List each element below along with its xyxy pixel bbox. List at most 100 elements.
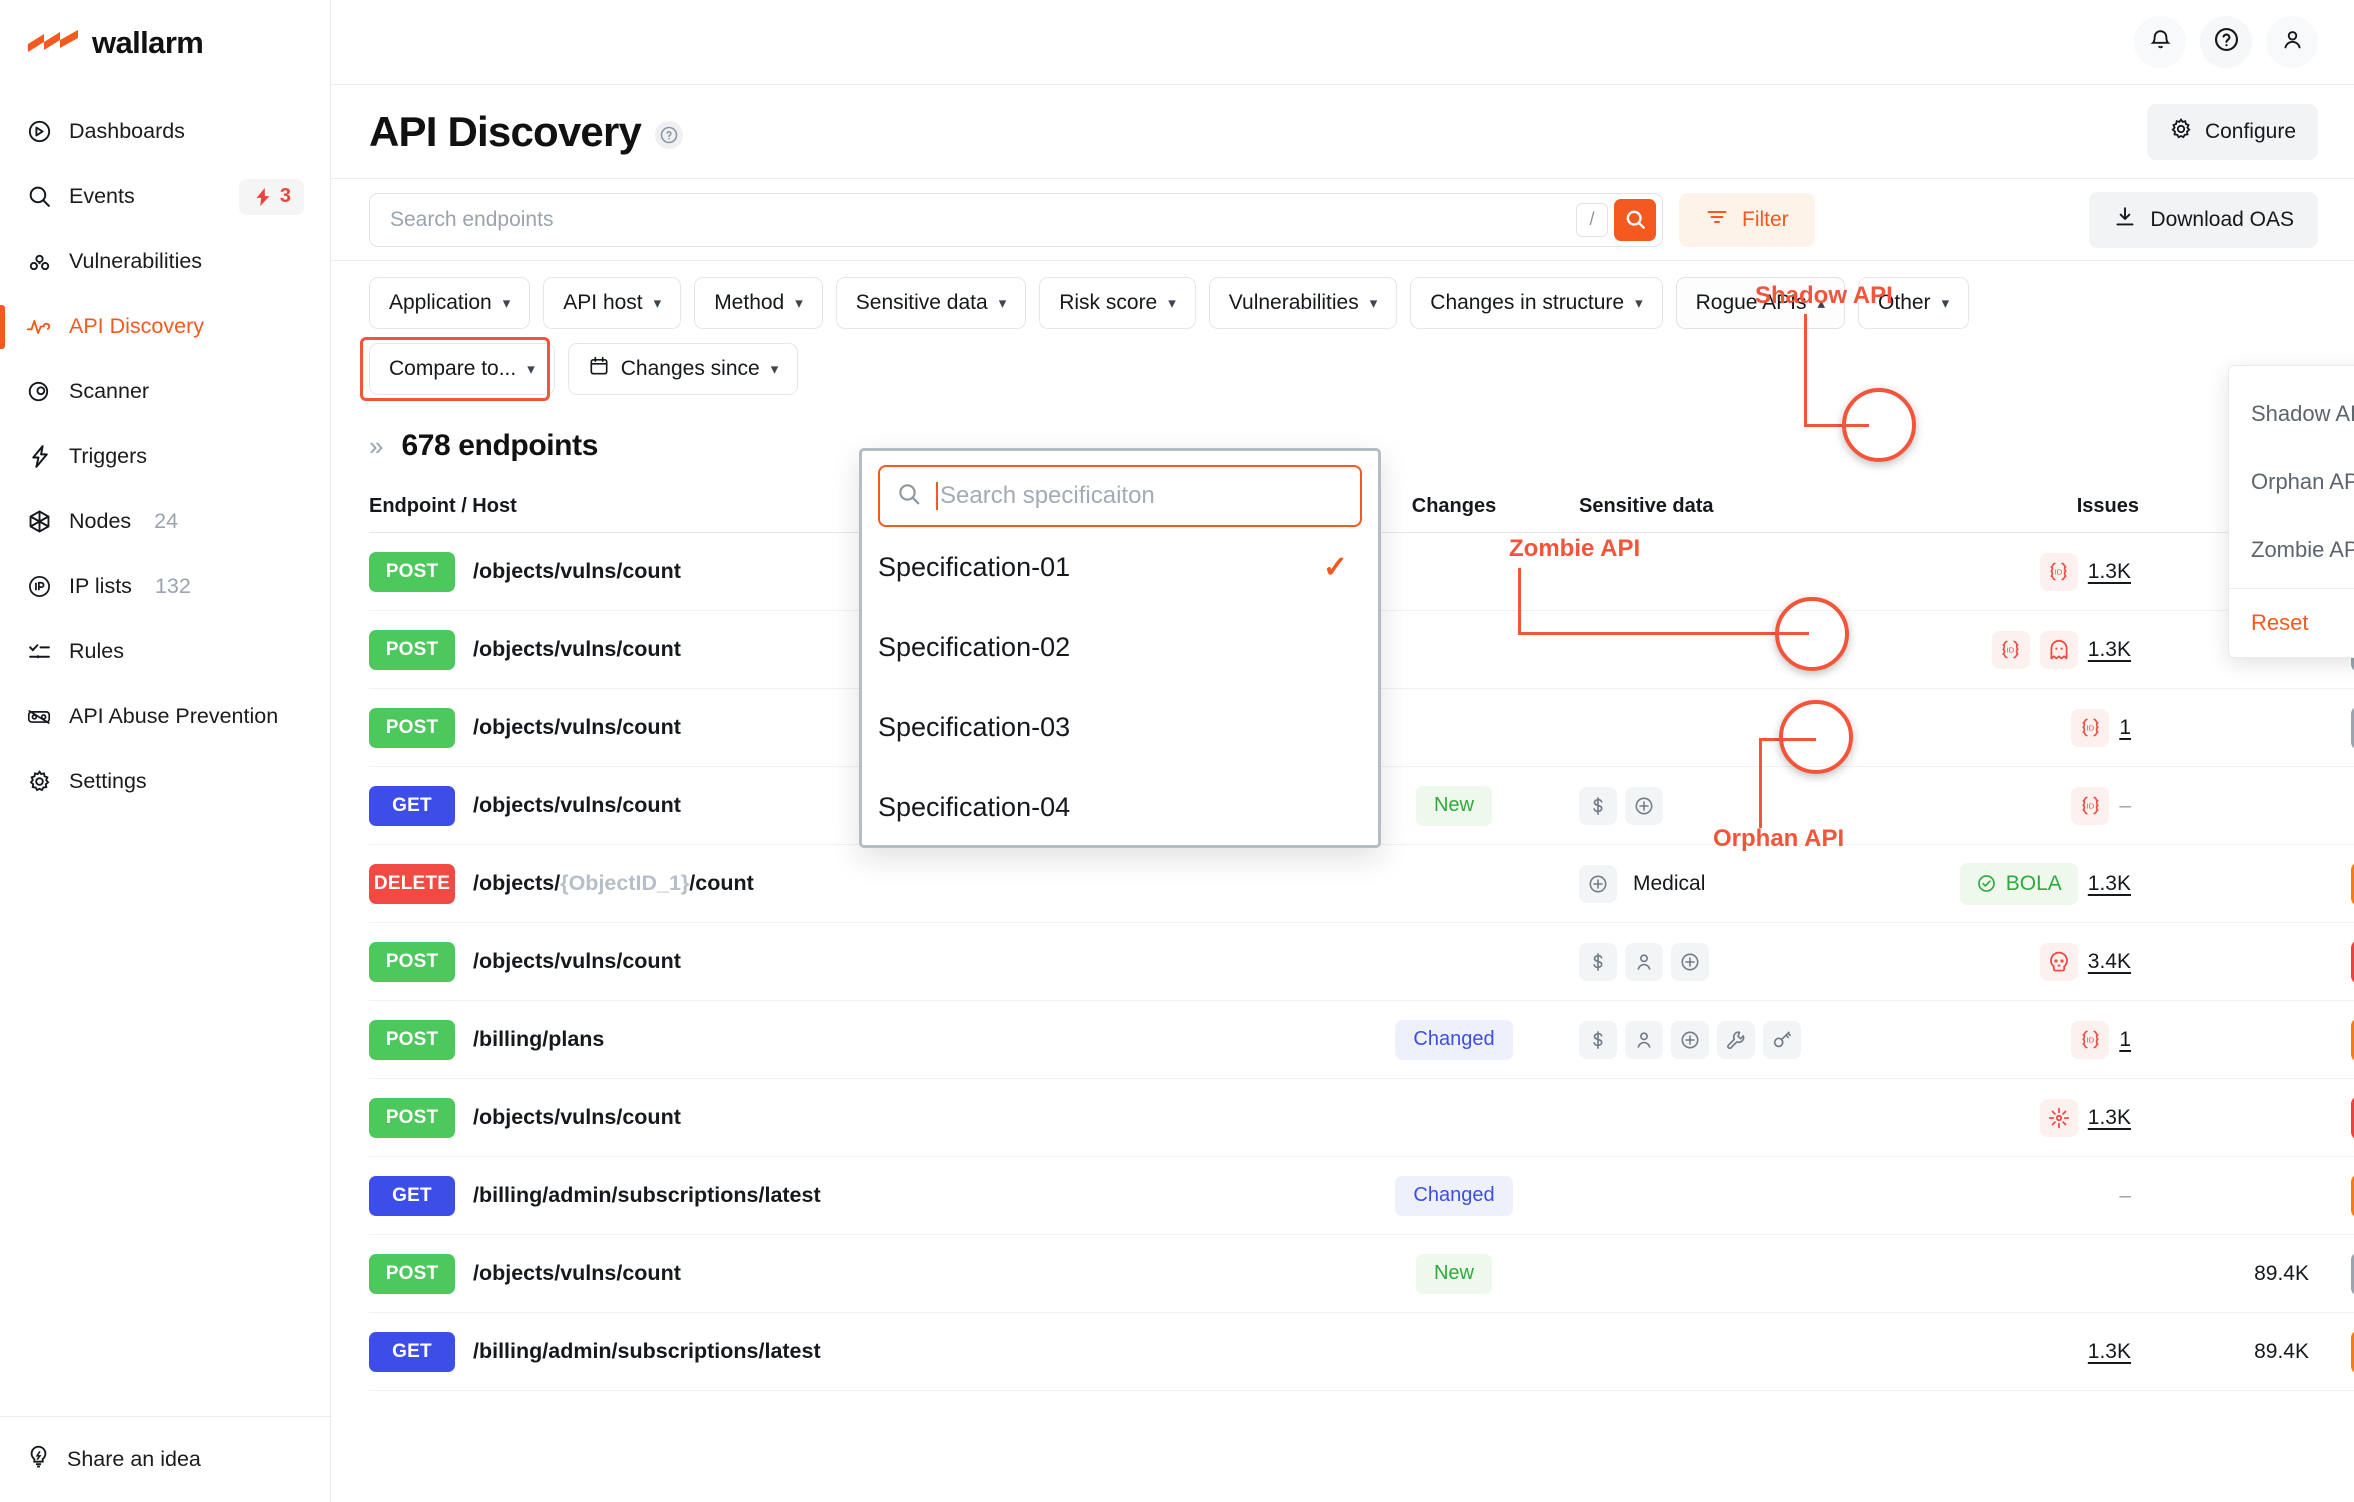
user-menu-button[interactable]	[2266, 16, 2318, 68]
endpoint-path[interactable]: /objects/vulns/count	[473, 793, 681, 817]
filter-chip-rogue-apis[interactable]: Rogue APIs ▴	[1675, 277, 1846, 329]
endpoint-path[interactable]: /objects/{ObjectID_1}/count	[473, 871, 754, 895]
notifications-button[interactable]	[2134, 16, 2186, 68]
sidebar-item-settings[interactable]: Settings	[0, 749, 330, 814]
rogue-menu-item-orphan-apis[interactable]: Orphan APIs	[2251, 469, 2354, 494]
specification-option-02[interactable]: Specification-02	[878, 607, 1362, 687]
sidebar-item-api-abuse-prevention[interactable]: API Abuse Prevention	[0, 684, 330, 749]
issue-count-link[interactable]: 3.4K	[2087, 949, 2131, 973]
cell-endpoint[interactable]: POST/objects/vulns/count	[369, 1234, 1329, 1313]
skull-icon[interactable]	[2039, 942, 2078, 981]
id-icon[interactable]: ID	[2071, 1020, 2110, 1059]
endpoint-path[interactable]: /objects/vulns/count	[473, 949, 681, 973]
download-oas-button[interactable]: Download OAS	[2089, 191, 2318, 248]
medical-icon[interactable]	[1625, 786, 1663, 825]
issue-count-link[interactable]: 1.3K	[2087, 637, 2131, 661]
id-icon[interactable]: ID	[2039, 552, 2078, 591]
sidebar-item-ip-lists[interactable]: IP lists 132	[0, 554, 330, 619]
endpoint-path[interactable]: /objects/vulns/count	[473, 715, 681, 739]
id-icon[interactable]: ID	[2071, 786, 2110, 825]
cell-endpoint[interactable]: POST/objects/vulns/count	[369, 922, 1329, 1001]
issue-count-link[interactable]: 1.3K	[2087, 559, 2131, 583]
filter-chip-method[interactable]: Method ▾	[694, 277, 823, 329]
filter-chip-changes-since[interactable]: Changes since ▾	[567, 343, 799, 395]
issue-count-link[interactable]: 1.3K	[2087, 1339, 2131, 1363]
chevron-double-right-icon[interactable]: »	[369, 431, 384, 461]
sidebar-item-api-discovery[interactable]: API Discovery	[0, 294, 330, 359]
key-icon[interactable]	[1763, 1020, 1801, 1059]
specification-option-04[interactable]: Specification-04	[878, 767, 1362, 847]
wrench-icon[interactable]	[1717, 1020, 1755, 1059]
specification-search-field[interactable]	[878, 465, 1362, 527]
question-circle-icon[interactable]	[655, 120, 684, 149]
endpoint-path[interactable]: /objects/vulns/count	[473, 1105, 681, 1129]
cell-endpoint[interactable]: POST/billing/plans	[369, 1000, 1329, 1079]
sidebar-item-scanner[interactable]: Scanner	[0, 359, 330, 424]
share-an-idea-button[interactable]: Share an idea	[0, 1416, 330, 1502]
table-row[interactable]: GET/billing/admin/subscriptions/latest 1.…	[369, 1312, 2354, 1391]
issue-count-link[interactable]: 1	[2119, 715, 2131, 739]
filter-chip-api-host[interactable]: API host ▾	[543, 277, 682, 329]
sidebar-item-events[interactable]: Events 3	[0, 164, 330, 229]
ghost-icon[interactable]	[2039, 630, 2078, 669]
endpoint-path[interactable]: /billing/admin/subscriptions/latest	[473, 1339, 821, 1363]
endpoint-path[interactable]: /billing/plans	[473, 1027, 605, 1051]
filter-chip-risk-score[interactable]: Risk score ▾	[1039, 277, 1196, 329]
sidebar-item-rules[interactable]: Rules	[0, 619, 330, 684]
filter-chip-vulnerabilities[interactable]: Vulnerabilities ▾	[1208, 277, 1398, 329]
endpoint-path[interactable]: /objects/vulns/count	[473, 559, 681, 583]
specification-search-input[interactable]	[936, 482, 1344, 510]
filter-chip-compare-to[interactable]: Compare to... ▾	[369, 343, 555, 395]
configure-button[interactable]: Configure	[2146, 103, 2318, 160]
filter-button[interactable]: Filter	[1679, 192, 1815, 247]
dollar-icon[interactable]	[1579, 942, 1617, 981]
cell-endpoint[interactable]: DELETE/objects/{ObjectID_1}/count	[369, 844, 1329, 923]
search-input[interactable]	[390, 207, 1576, 232]
search-endpoints-field[interactable]: /	[369, 192, 1663, 247]
filter-chip-changes-in-structure[interactable]: Changes in structure ▾	[1410, 277, 1663, 329]
filter-chip-sensitive-data[interactable]: Sensitive data ▾	[835, 277, 1027, 329]
cell-endpoint[interactable]: GET/billing/admin/subscriptions/latest	[369, 1312, 1329, 1391]
search-submit-button[interactable]	[1614, 198, 1656, 241]
column-header-sensitive-data[interactable]: Sensitive data	[1579, 483, 1889, 533]
issue-count-link[interactable]: 1	[2119, 1027, 2131, 1051]
events-badge[interactable]: 3	[238, 178, 304, 215]
rogue-menu-item-zombie-apis[interactable]: Zombie APIs	[2251, 537, 2354, 562]
endpoint-path[interactable]: /objects/vulns/count	[473, 637, 681, 661]
cell-endpoint[interactable]: GET/billing/admin/subscriptions/latest	[369, 1156, 1329, 1235]
sidebar-item-vulnerabilities[interactable]: Vulnerabilities	[0, 229, 330, 294]
sidebar-item-dashboards[interactable]: Dashboards	[0, 99, 330, 164]
endpoint-path[interactable]: /objects/vulns/count	[473, 1261, 681, 1285]
id-icon[interactable]: ID	[2071, 708, 2110, 747]
medical-icon[interactable]	[1671, 942, 1709, 981]
dollar-icon[interactable]	[1579, 786, 1617, 825]
issue-count-link[interactable]: 1.3K	[2087, 871, 2131, 895]
medical-icon[interactable]	[1671, 1020, 1709, 1059]
burst-icon[interactable]	[2039, 1098, 2078, 1137]
rogue-menu-item-shadow-apis[interactable]: Shadow APIs	[2251, 401, 2354, 426]
specification-option-03[interactable]: Specification-03	[878, 687, 1362, 767]
specification-option-01[interactable]: Specification-01 ✓	[878, 527, 1362, 607]
endpoint-path[interactable]: /billing/admin/subscriptions/latest	[473, 1183, 821, 1207]
dollar-icon[interactable]	[1579, 1020, 1617, 1059]
filter-chip-application[interactable]: Application ▾	[369, 277, 531, 329]
help-button[interactable]	[2200, 16, 2252, 68]
cell-endpoint[interactable]: POST/objects/vulns/count	[369, 1078, 1329, 1157]
table-row[interactable]: POST/billing/plansChangedID16.9⋯	[369, 1000, 2354, 1079]
bola-badge[interactable]: BOLA	[1959, 862, 2078, 905]
filter-chip-other[interactable]: Other ▾	[1858, 277, 1970, 329]
medical-icon[interactable]	[1579, 864, 1617, 903]
id-icon[interactable]: ID	[1991, 630, 2030, 669]
rogue-menu-reset-button[interactable]: Reset	[2251, 610, 2309, 635]
person-icon[interactable]	[1625, 942, 1663, 981]
person-icon[interactable]	[1625, 1020, 1663, 1059]
issue-count-link[interactable]: 1.3K	[2087, 1105, 2131, 1129]
brand-logo[interactable]: wallarm	[0, 0, 330, 85]
column-header-issues[interactable]: Issues	[1889, 483, 2139, 533]
sidebar-item-triggers[interactable]: Triggers	[0, 424, 330, 489]
